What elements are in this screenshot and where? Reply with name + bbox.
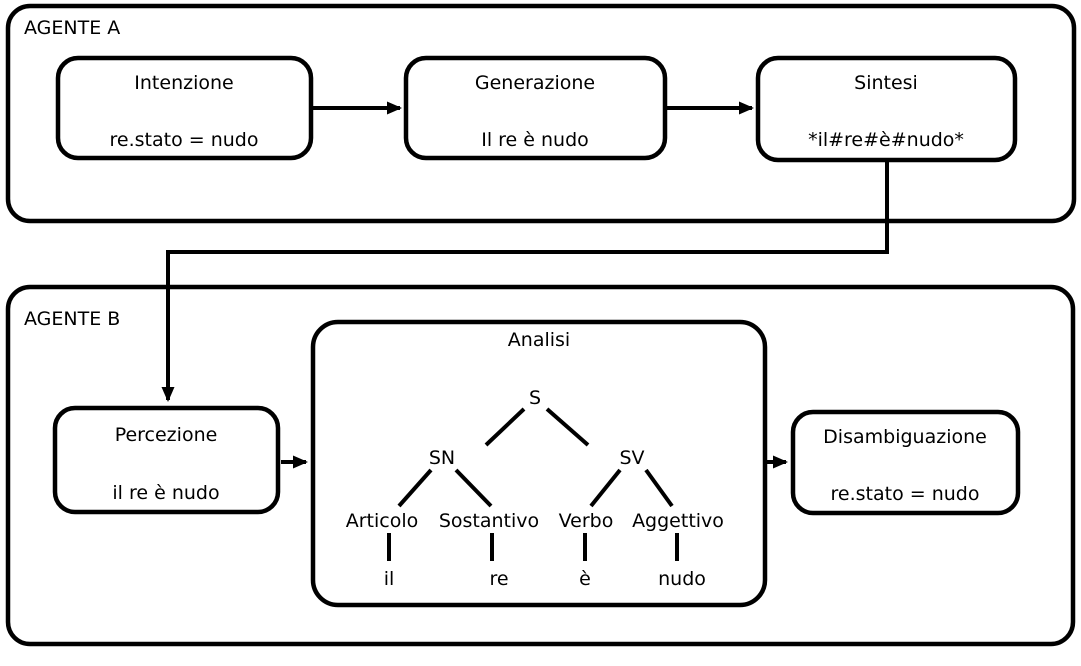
percezione-title: Percezione <box>115 424 218 446</box>
tree-edge-sn-to-articolo <box>397 468 433 508</box>
sintesi-value: *il#re#è#nudo* <box>808 129 964 151</box>
generazione-value: Il re è nudo <box>481 129 589 151</box>
tree-edge-sn-to-sostantivo <box>454 468 493 508</box>
tree-word-il: il <box>384 568 395 590</box>
analisi-box <box>310 319 768 608</box>
tree-edge-sv-to-aggettivo <box>644 468 674 508</box>
agent-b-container <box>5 284 1076 647</box>
tree-edge-s-to-sn <box>484 407 526 447</box>
tree-edge-sv-to-verbo <box>589 468 622 508</box>
arrow-sintesi-to-percezione <box>161 162 889 402</box>
intenzione-value: re.stato = nudo <box>110 129 259 151</box>
tree-node-articolo: Articolo <box>346 510 419 532</box>
tree-node-sn: SN <box>429 447 455 469</box>
percezione-box <box>52 405 281 515</box>
sintesi-title: Sintesi <box>854 72 918 94</box>
sintesi-box <box>755 55 1018 163</box>
agent-a-label: AGENTE A <box>24 17 120 39</box>
disambiguazione-box <box>790 409 1021 516</box>
disambiguazione-value: re.stato = nudo <box>831 483 980 505</box>
generazione-title: Generazione <box>475 72 595 94</box>
tree-word-re: re <box>489 568 508 590</box>
tree-edge-s-to-sv <box>545 407 590 447</box>
tree-node-verbo: Verbo <box>559 510 614 532</box>
agent-b-label: AGENTE B <box>24 308 120 330</box>
percezione-value: il re è nudo <box>112 482 219 504</box>
tree-word-e: è <box>579 568 591 590</box>
agent-a-container <box>5 3 1077 224</box>
analisi-title: Analisi <box>508 329 570 351</box>
disambiguazione-title: Disambiguazione <box>823 426 987 448</box>
tree-node-aggettivo: Aggettivo <box>632 510 724 532</box>
intenzione-box <box>55 55 314 161</box>
tree-node-sv: SV <box>619 447 644 469</box>
generazione-box <box>403 55 668 161</box>
tree-node-sostantivo: Sostantivo <box>439 510 539 532</box>
tree-word-nudo: nudo <box>658 568 706 590</box>
tree-node-s: S <box>529 387 541 409</box>
intenzione-title: Intenzione <box>134 72 233 94</box>
